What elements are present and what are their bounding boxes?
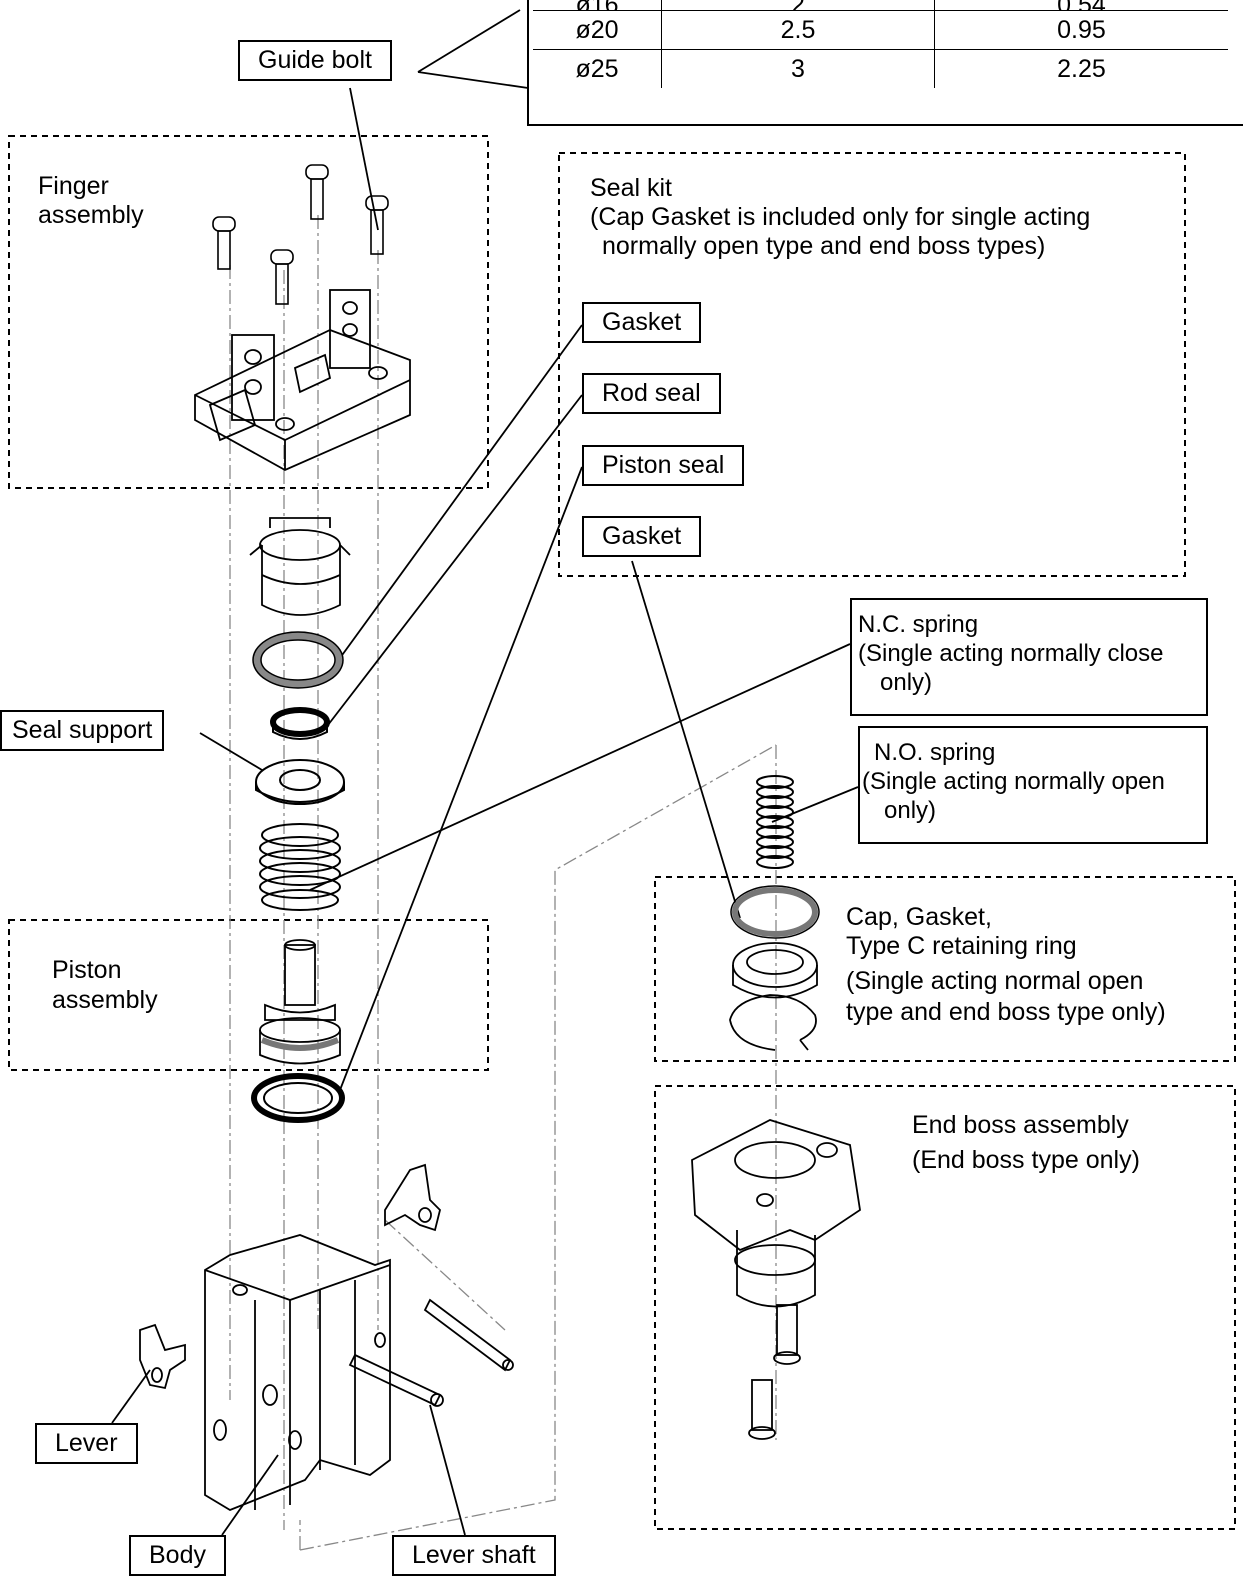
seal-support-label: Seal support [0,710,165,751]
no-spring-note-2: only) [884,797,937,824]
nc-spring-part [259,823,341,911]
leader-guide-bolt-table [417,9,521,73]
body-part [204,1234,391,1512]
table-cell-torque: 2.25 [1057,54,1106,83]
seal-kit-group-box [558,152,1186,577]
lever-shaft-label: Lever shaft [392,1535,556,1576]
table-cell-hex: 2 [661,0,935,11]
lever-label: Lever [35,1423,138,1464]
end-boss-label-1: End boss assembly [912,1111,1129,1139]
leader-guide-bolt [417,71,529,89]
nc-spring-note: (Single acting normally close [858,640,1164,667]
table-cell-bore: ø25 [533,49,662,88]
nc-spring-label: N.C. spring (Single acting normally clos… [850,598,1208,716]
leader-body [221,1454,279,1536]
cap-label-3: (Single acting normal open [846,967,1144,995]
seal-kit-label: Seal kit [590,174,672,202]
piston-assembly-label-2: assembly [52,986,158,1014]
table-cell-hex: 3 [661,49,935,88]
leader-seal-support [199,732,263,771]
cap-label-4: type and end boss type only) [846,998,1166,1026]
no-spring-note: (Single acting normally open [862,768,1165,795]
table-row: ø25 3 2.25 [533,49,1228,88]
finger-assembly-label-1: Finger [38,172,109,200]
end-boss-group-box [654,1085,1236,1530]
cap-group-box [654,876,1236,1062]
end-boss-part [691,1119,861,1440]
cap-part [249,517,351,616]
no-spring-label: N.O. spring (Single acting normally open… [858,726,1208,844]
guide-bolts [212,164,389,305]
leader-rod-seal [327,394,583,726]
gasket-top-label: Gasket [582,302,702,343]
gasket-bottom-label: Gasket [582,516,702,557]
no-spring-title: N.O. spring [874,739,996,766]
nc-spring-note-2: only) [880,669,933,696]
gasket-part [253,632,343,688]
table-cell-bore: ø16 [533,0,662,11]
leader-lever-shaft [429,1404,466,1536]
bolt-torque-table: ø16 2 0.54 ø20 2.5 0.95 ø25 3 2.25 [533,0,1228,88]
piston-assembly-group-box [8,919,489,1071]
end-boss-label-2: (End boss type only) [912,1146,1140,1174]
piston-part [259,939,341,1065]
seal-kit-note-1: (Cap Gasket is included only for single … [590,203,1091,231]
lever-shaft-parts [348,1298,514,1407]
finger-assembly-group-box [8,135,489,489]
body-label: Body [129,1535,226,1576]
table-cell-torque: 0.54 [935,0,1229,11]
table-cell-torque: 0.95 [1057,15,1106,44]
cap-gasket-ring-parts [729,885,820,1051]
finger-assembly-part [194,289,411,472]
finger-assembly-label-2: assembly [38,201,144,229]
piston-seal-part [251,1073,345,1123]
leader-nc-spring [309,643,851,891]
cap-label-1: Cap, Gasket, [846,903,992,931]
leader-gasket-top [339,324,583,659]
piston-seal-label: Piston seal [582,445,745,486]
nc-spring-title: N.C. spring [858,611,979,638]
seal-kit-note-2: normally open type and end boss types) [602,232,1046,260]
leader-lever [111,1369,151,1424]
table-cell-bore: ø20 [533,10,662,50]
table-row: ø16 2 0.54 [533,0,1228,11]
leader-gasket-bottom [631,560,741,919]
lever-parts [139,1163,441,1390]
leader-guide-bolt-down [349,87,379,231]
piston-assembly-label-1: Piston [52,956,122,984]
table-row: ø20 2.5 0.95 [533,10,1228,50]
leader-piston-seal [339,466,583,1091]
table-cell-hex: 2.5 [661,10,935,50]
rod-seal-label: Rod seal [582,373,721,414]
cap-label-2: Type C retaining ring [846,932,1077,960]
table-frame [527,0,1243,126]
guide-bolt-label: Guide bolt [238,40,392,81]
rod-seal-part [270,707,330,737]
no-spring-part [756,775,794,869]
seal-support-part [255,759,345,805]
